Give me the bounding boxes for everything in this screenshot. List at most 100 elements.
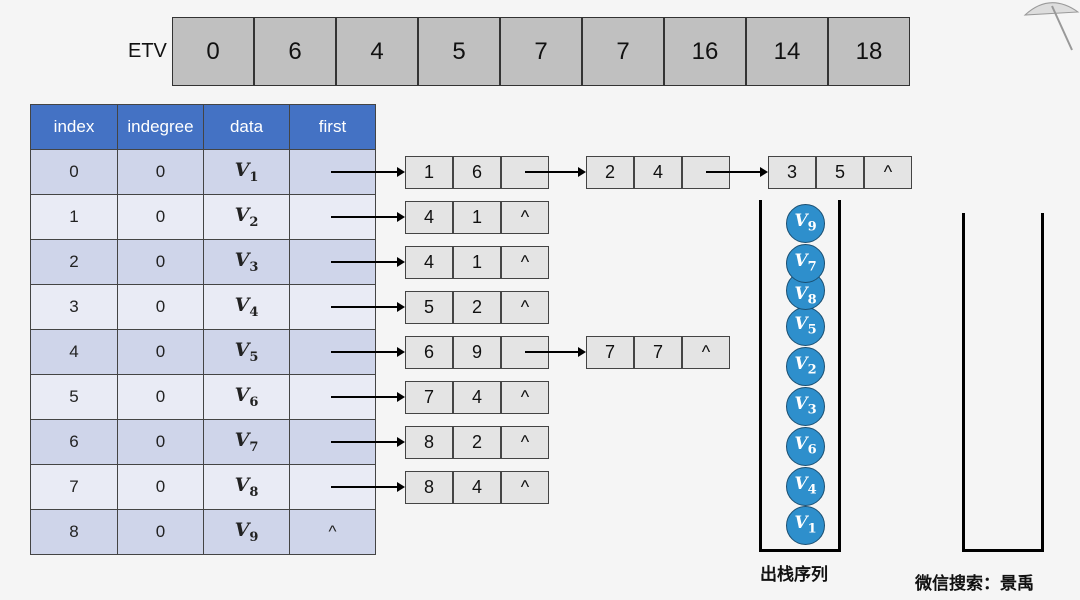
edge-node-field: ^ bbox=[501, 291, 549, 324]
edge-node-field: ^ bbox=[682, 336, 730, 369]
vertex-cell: V4 bbox=[203, 284, 290, 330]
table-cell-index: 8 bbox=[30, 509, 118, 555]
edge-node-field: 4 bbox=[453, 381, 501, 414]
stack-vertex-circle: V6 bbox=[786, 427, 825, 466]
stack-vertex-circle: V2 bbox=[786, 347, 825, 386]
pointer-arrow bbox=[331, 437, 405, 447]
watermark-text: 微信搜索：景禹 bbox=[915, 574, 1034, 593]
stack-wall-right bbox=[838, 200, 841, 552]
edge-node-field: ^ bbox=[501, 471, 549, 504]
vertex-label: V4 bbox=[794, 474, 817, 498]
table-header-index: index bbox=[30, 104, 118, 150]
vertex-label: V2 bbox=[794, 354, 817, 378]
vertex-label: V1 bbox=[234, 159, 259, 185]
vertex-label: V4 bbox=[234, 294, 259, 320]
stack-vertex-circle: V4 bbox=[786, 467, 825, 506]
vertex-label: V7 bbox=[794, 251, 817, 275]
etv-cell: 5 bbox=[418, 17, 500, 86]
etv-cell: 0 bbox=[172, 17, 254, 86]
vertex-label: V6 bbox=[234, 384, 259, 410]
etv-cell: 16 bbox=[664, 17, 746, 86]
table-cell-indegree: 0 bbox=[117, 194, 204, 240]
edge-node-field: 6 bbox=[405, 336, 453, 369]
edge-node-field: 1 bbox=[453, 201, 501, 234]
table-header-data: data bbox=[203, 104, 290, 150]
edge-node-field: 4 bbox=[405, 201, 453, 234]
vertex-label: V7 bbox=[234, 429, 259, 455]
table-cell-indegree: 0 bbox=[117, 329, 204, 375]
stack-vertex-circle: V1 bbox=[786, 506, 825, 545]
edge-node-field: 1 bbox=[453, 246, 501, 279]
etv-cell: 18 bbox=[828, 17, 910, 86]
vertex-cell: V8 bbox=[203, 464, 290, 510]
pointer-arrow bbox=[331, 167, 405, 177]
stack2-wall-right bbox=[1041, 213, 1044, 552]
table-cell-indegree: 0 bbox=[117, 374, 204, 420]
pointer-arrow bbox=[331, 347, 405, 357]
pointer-arrow bbox=[331, 257, 405, 267]
edge-node-field: 2 bbox=[453, 291, 501, 324]
vertex-label: V8 bbox=[794, 283, 817, 307]
table-cell-indegree: 0 bbox=[117, 464, 204, 510]
edge-node-field: 5 bbox=[405, 291, 453, 324]
edge-node-field: ^ bbox=[501, 381, 549, 414]
next-arrow bbox=[525, 347, 586, 357]
table-header-indegree: indegree bbox=[117, 104, 204, 150]
table-cell-index: 2 bbox=[30, 239, 118, 285]
table-cell-index: 1 bbox=[30, 194, 118, 240]
umbrella-icon bbox=[1020, 0, 1080, 55]
vertex-cell: V7 bbox=[203, 419, 290, 465]
edge-node-field: 1 bbox=[405, 156, 453, 189]
edge-node-field: 2 bbox=[586, 156, 634, 189]
edge-node-field: ^ bbox=[501, 201, 549, 234]
table-header-first: first bbox=[289, 104, 376, 150]
next-arrow bbox=[525, 167, 586, 177]
vertex-label: V3 bbox=[794, 394, 817, 418]
vertex-cell: V3 bbox=[203, 239, 290, 285]
edge-node-field: 2 bbox=[453, 426, 501, 459]
stack-wall-left bbox=[759, 200, 762, 552]
table-cell-indegree: 0 bbox=[117, 509, 204, 555]
edge-node-field: 6 bbox=[453, 156, 501, 189]
etv-cell: 6 bbox=[254, 17, 336, 86]
stack-vertex-circle: V3 bbox=[786, 387, 825, 426]
table-cell-index: 3 bbox=[30, 284, 118, 330]
edge-node-field: ^ bbox=[864, 156, 912, 189]
vertex-label: V5 bbox=[234, 339, 259, 365]
vertex-label: V9 bbox=[794, 211, 817, 235]
table-cell-index: 4 bbox=[30, 329, 118, 375]
edge-node-field: 5 bbox=[816, 156, 864, 189]
etv-label: ETV bbox=[128, 40, 167, 62]
edge-node-field: 8 bbox=[405, 426, 453, 459]
edge-node-field: ^ bbox=[501, 426, 549, 459]
table-cell-indegree: 0 bbox=[117, 284, 204, 330]
stack-bottom bbox=[759, 549, 841, 552]
table-cell-index: 6 bbox=[30, 419, 118, 465]
vertex-cell: V9 bbox=[203, 509, 290, 555]
vertex-label: V8 bbox=[234, 474, 259, 500]
pointer-arrow bbox=[331, 392, 405, 402]
pointer-arrow bbox=[331, 482, 405, 492]
table-cell-indegree: 0 bbox=[117, 149, 204, 195]
stack-vertex-circle: V7 bbox=[786, 244, 825, 283]
vertex-label: V6 bbox=[794, 434, 817, 458]
pointer-arrow bbox=[331, 212, 405, 222]
table-cell-index: 0 bbox=[30, 149, 118, 195]
edge-node-field: 4 bbox=[453, 471, 501, 504]
edge-node-field: 8 bbox=[405, 471, 453, 504]
stack-caption: 出栈序列 bbox=[760, 565, 828, 584]
edge-node-field: 3 bbox=[768, 156, 816, 189]
table-cell-indegree: 0 bbox=[117, 419, 204, 465]
stack-vertex-circle: V5 bbox=[786, 307, 825, 346]
vertex-label: V2 bbox=[234, 204, 259, 230]
vertex-cell: V6 bbox=[203, 374, 290, 420]
vertex-cell: V2 bbox=[203, 194, 290, 240]
edge-node-field: 9 bbox=[453, 336, 501, 369]
table-cell-index: 5 bbox=[30, 374, 118, 420]
vertex-label: V9 bbox=[234, 519, 259, 545]
etv-cell: 4 bbox=[336, 17, 418, 86]
stack2-wall-left bbox=[962, 213, 965, 552]
etv-cell: 7 bbox=[500, 17, 582, 86]
next-arrow bbox=[706, 167, 768, 177]
stack2-bottom bbox=[962, 549, 1044, 552]
